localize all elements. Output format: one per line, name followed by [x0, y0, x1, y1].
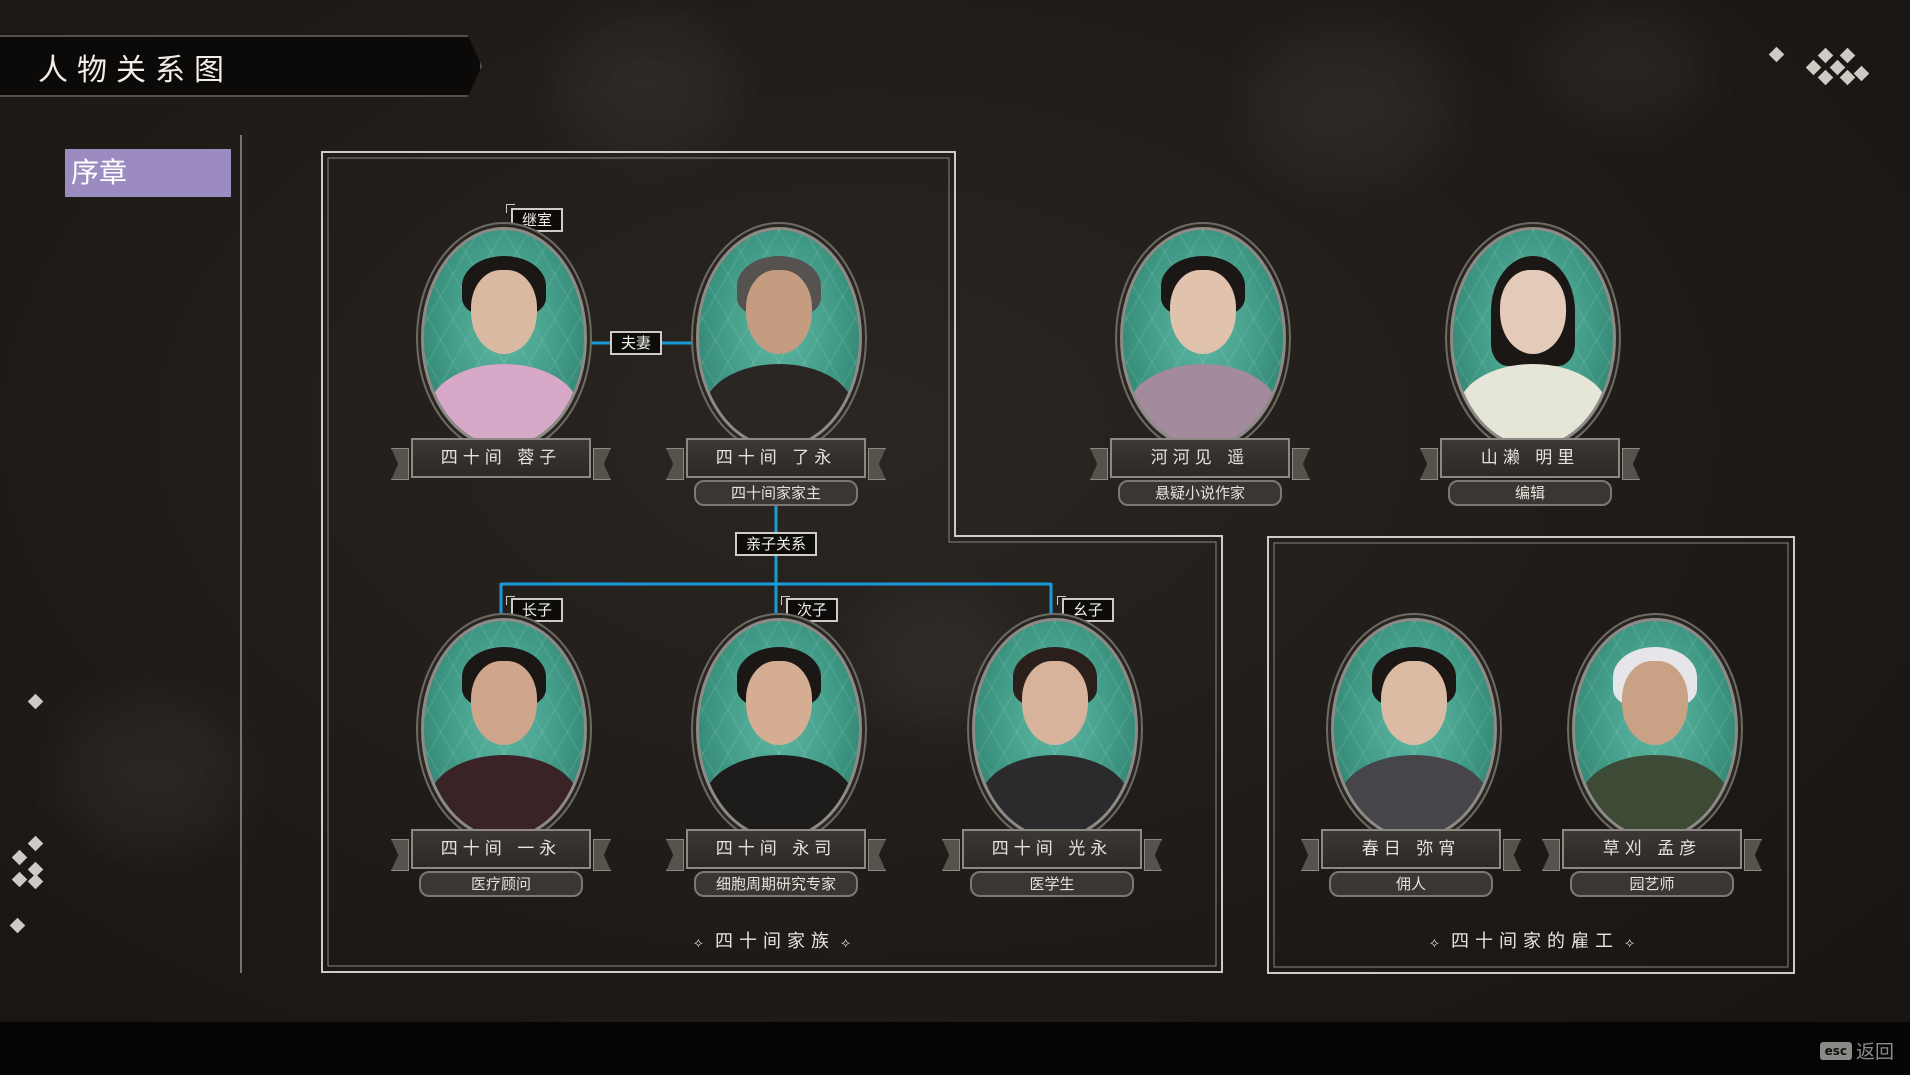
- role-plate: 佣人: [1329, 871, 1493, 897]
- flourish-left-icon: ⟡: [1429, 935, 1445, 951]
- side-divider: [240, 135, 242, 973]
- role-plate: 园艺师: [1570, 871, 1734, 897]
- portrait-kazunaga[interactable]: [421, 618, 587, 840]
- flourish-left-icon: ⟡: [693, 935, 709, 951]
- relation-tag-youngest-son: 幺子: [1062, 598, 1115, 622]
- relation-tag-eldest-son: 长子: [511, 598, 564, 622]
- flourish-right-icon: ⟡: [1625, 935, 1641, 951]
- family-group-title: 四十间家族: [715, 931, 835, 952]
- bottom-bar: [0, 1022, 1910, 1075]
- title-bar: [0, 35, 482, 97]
- chapter-tab-prologue[interactable]: 序章: [65, 149, 231, 197]
- name-plate: 春日 弥宵: [1321, 829, 1501, 869]
- esc-key-icon: esc: [1819, 1041, 1852, 1060]
- flourish-right-icon: ⟡: [841, 935, 857, 951]
- portrait-akari[interactable]: [1450, 227, 1616, 449]
- tag-corner: [506, 596, 515, 605]
- relation-tag-parent-child: 亲子关系: [735, 532, 818, 556]
- name-plate: 四十间 蓉子: [411, 438, 591, 478]
- employees-group-label: ⟡ 四十间家的雇工 ⟡: [1420, 927, 1650, 953]
- back-button[interactable]: esc 返回: [1819, 1037, 1894, 1064]
- portrait-yayoi[interactable]: [1331, 618, 1497, 840]
- name-plate: 四十间 了永: [686, 438, 866, 478]
- relation-tag-couple: 夫妻: [610, 331, 663, 355]
- name-plate: 山濑 明里: [1440, 438, 1620, 478]
- employees-group-frame: [1266, 535, 1796, 975]
- relation-tag-second-wife: 继室: [511, 208, 564, 232]
- role-plate: 悬疑小说作家: [1118, 480, 1282, 506]
- portrait-takehiko[interactable]: [1572, 618, 1738, 840]
- name-plate: 四十间 光永: [962, 829, 1142, 869]
- portrait-mitsunaga[interactable]: [972, 618, 1138, 840]
- tag-corner: [506, 204, 515, 213]
- role-plate: 医疗顾问: [419, 871, 583, 897]
- role-plate: 编辑: [1448, 480, 1612, 506]
- role-plate: 细胞周期研究专家: [694, 871, 858, 897]
- name-plate: 河河见 遥: [1110, 438, 1290, 478]
- role-plate: 医学生: [970, 871, 1134, 897]
- back-label: 返回: [1855, 1041, 1894, 1063]
- screen-title: 人物关系图: [38, 53, 233, 88]
- family-group-frame: [320, 150, 1225, 975]
- portrait-ryoei[interactable]: [696, 227, 862, 449]
- name-plate: 四十间 一永: [411, 829, 591, 869]
- relation-tag-second-son: 次子: [786, 598, 839, 622]
- employees-group-title: 四十间家的雇工: [1451, 931, 1619, 952]
- portrait-eiji[interactable]: [696, 618, 862, 840]
- family-group-label: ⟡ 四十间家族 ⟡: [680, 927, 870, 953]
- role-plate: 四十间家家主: [694, 480, 858, 506]
- name-plate: 四十间 永司: [686, 829, 866, 869]
- tag-corner: [781, 596, 790, 605]
- portrait-yoko[interactable]: [421, 227, 587, 449]
- name-plate: 草刈 孟彦: [1562, 829, 1742, 869]
- portrait-haruka[interactable]: [1120, 227, 1286, 449]
- tag-corner: [1057, 596, 1066, 605]
